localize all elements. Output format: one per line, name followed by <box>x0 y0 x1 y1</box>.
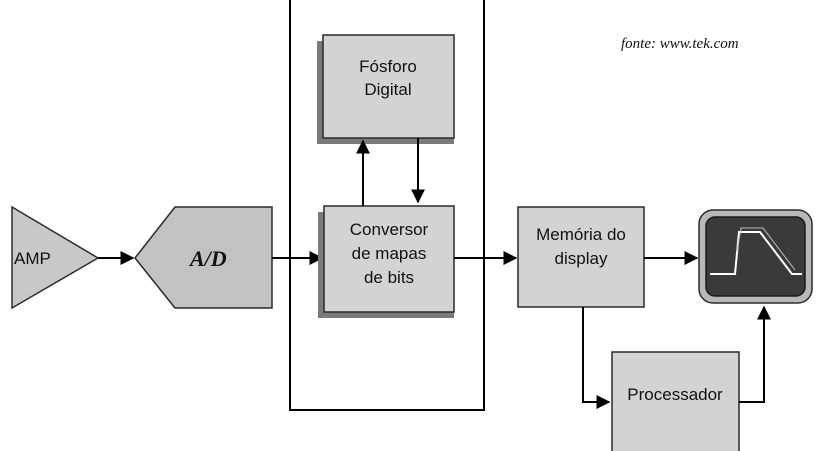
arrow-processor-to-screen <box>739 305 771 403</box>
digital-phosphor-label-line1: Fósforo <box>359 57 417 76</box>
rasterizer-label-line1: Conversor <box>350 220 429 239</box>
adc-block: A/D <box>134 206 273 309</box>
display-memory-label-line2: display <box>555 249 608 268</box>
source-credit: fonte: www.tek.com <box>621 36 739 52</box>
processor-block: Processador <box>611 351 740 451</box>
digital-phosphor-block: Fósforo Digital <box>317 34 455 144</box>
arrow-memory-to-processor <box>582 307 611 409</box>
display-screen-icon <box>698 209 813 304</box>
adc-label: A/D <box>188 246 227 271</box>
dpo-section-frame <box>289 0 485 411</box>
display-memory-block: Memória do display <box>517 206 645 308</box>
waveform-afterglow <box>736 227 796 271</box>
rasterizer-label-line2: de mapas <box>352 244 427 263</box>
processor-label: Processador <box>627 385 723 404</box>
waveform-trace <box>710 231 802 275</box>
amplifier-label: AMP <box>14 249 51 268</box>
rasterizer-block: Conversor de mapas de bits <box>318 205 455 318</box>
digital-phosphor-label-line2: Digital <box>364 80 411 99</box>
rasterizer-label-line3: de bits <box>364 268 414 287</box>
amplifier-block: AMP <box>11 205 100 310</box>
display-memory-label-line1: Memória do <box>536 225 626 244</box>
